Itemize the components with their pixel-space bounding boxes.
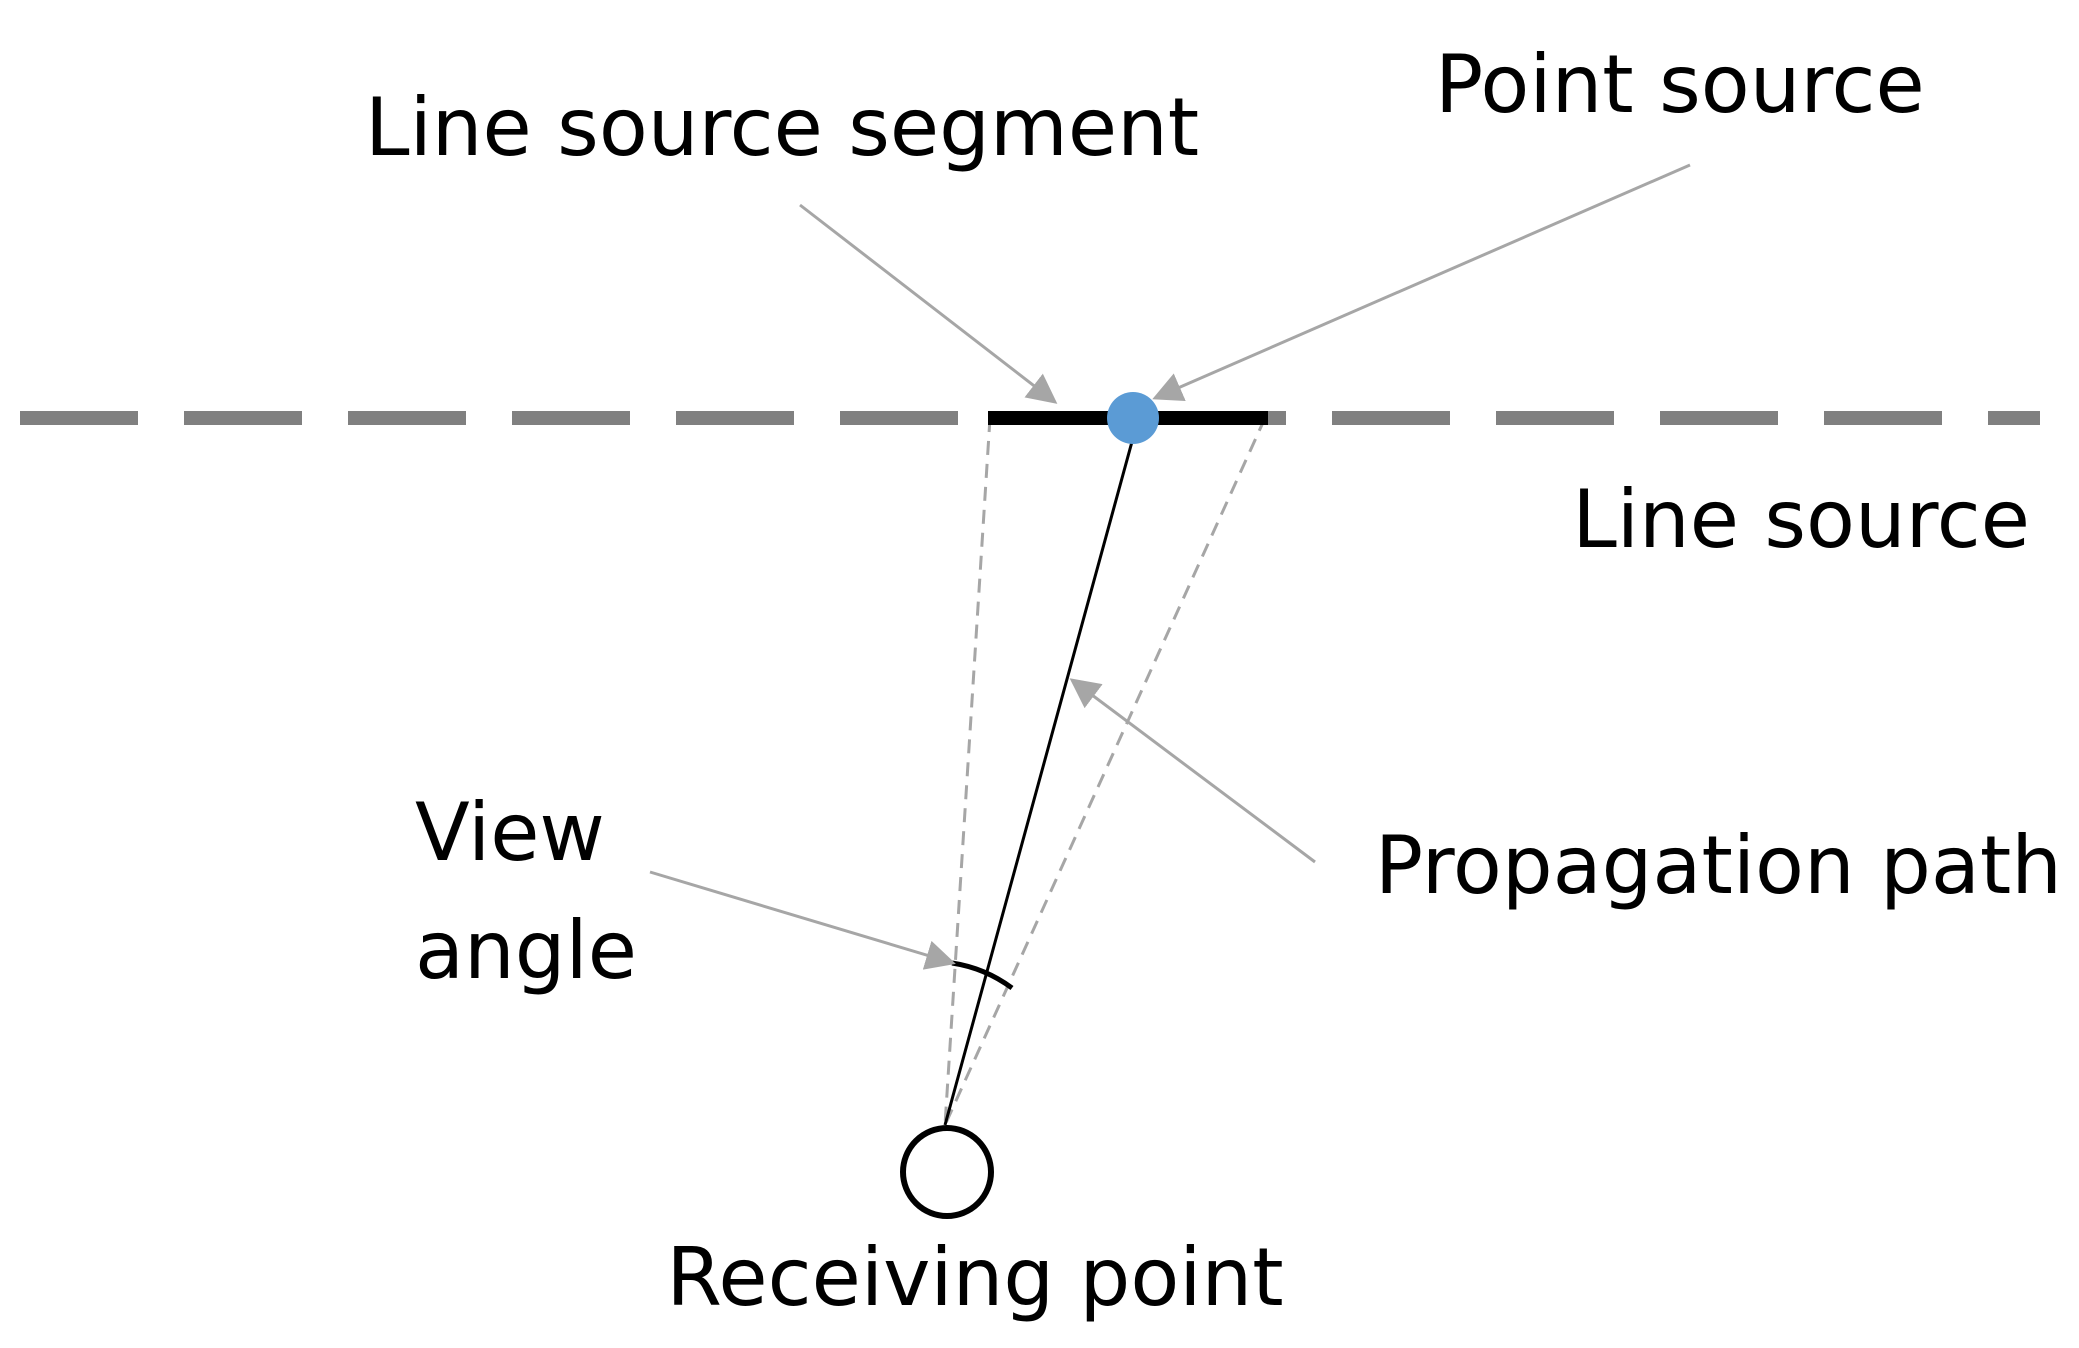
propagation-path-line [943, 437, 1135, 1126]
view-angle-label-line1: View [415, 786, 605, 879]
line-source-segment-label: Line source segment [365, 81, 1199, 174]
propagation-path-label: Propagation path [1375, 819, 2062, 912]
line-source-label: Line source [1572, 473, 2030, 566]
propagation-path-arrow [1069, 678, 1316, 864]
receiving-point-label: Receiving point [666, 1231, 1283, 1324]
view-angle-arc [951, 960, 1014, 991]
view-angle-left-boundary [943, 417, 992, 1126]
line-source-segment-arrow [799, 203, 1058, 404]
view-angle-right-boundary [943, 417, 1267, 1126]
point-source-arrow [1152, 163, 1691, 401]
view-angle-label-line2: angle [415, 904, 637, 997]
point-source-dot [1107, 392, 1159, 444]
point-source-label: Point source [1435, 38, 1925, 131]
receiving-point-circle [900, 1125, 994, 1219]
view-angle-arrow [649, 870, 956, 970]
